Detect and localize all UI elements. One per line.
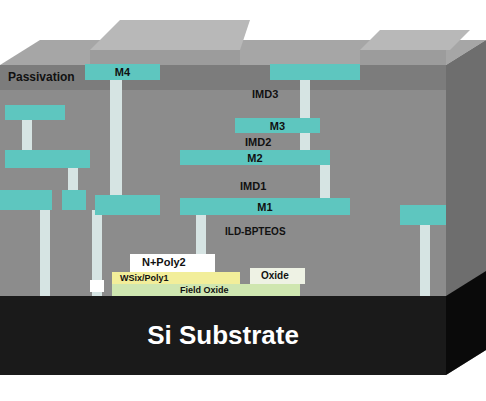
metal-bar: M1 [180, 198, 350, 215]
via [300, 80, 310, 118]
layer-label: Passivation [8, 70, 75, 84]
layer-label: Oxide [261, 270, 289, 281]
node-text: M4 [115, 66, 130, 78]
via [300, 133, 310, 150]
bump-top [90, 20, 250, 50]
via [68, 168, 78, 190]
node-text: Si Substrate [147, 320, 299, 351]
contact [420, 225, 430, 296]
node-text: M3 [270, 120, 285, 132]
contact [40, 210, 50, 296]
contact-pad [90, 280, 104, 292]
field-oxide [112, 284, 300, 296]
layer-label: IMD3 [252, 88, 278, 100]
metal-bar: M3 [235, 118, 320, 133]
bump-front [360, 50, 446, 65]
node-text: M1 [257, 201, 272, 213]
layer-label: N+Poly2 [142, 256, 186, 268]
metal-bar [62, 190, 86, 210]
passivation-layer [0, 65, 446, 90]
layer-label: WSix/Poly1 [120, 273, 169, 283]
metal-lines [0, 64, 446, 225]
metal-bar [0, 190, 52, 210]
metal-bar [400, 205, 446, 225]
layer-label: IMD1 [240, 180, 266, 192]
metal-bar: M4 [85, 64, 160, 80]
substrate-side [446, 271, 486, 375]
contact [196, 215, 206, 254]
bump-front [90, 50, 240, 65]
node-text: M2 [247, 152, 262, 164]
layer-label: IMD2 [245, 136, 271, 148]
layer-label: ILD-BPTEOS [225, 226, 286, 237]
substrate [0, 296, 446, 375]
via [22, 120, 32, 150]
metal-bar [5, 105, 65, 120]
oxide-block [250, 268, 305, 284]
metal-bar: M2 [180, 150, 330, 165]
poly2 [130, 254, 215, 272]
via [320, 165, 330, 198]
via [110, 80, 122, 198]
dielectric-stack [0, 65, 446, 296]
bump-top [360, 30, 470, 50]
vias [22, 80, 430, 296]
metal-bar [270, 64, 360, 80]
side-face [446, 40, 486, 375]
layer-label: Field Oxide [180, 285, 229, 295]
wsix-poly1 [112, 272, 240, 284]
metal-bar [5, 150, 90, 168]
metal-bar [95, 195, 160, 215]
substrate-band: Si Substrate [0, 296, 446, 375]
